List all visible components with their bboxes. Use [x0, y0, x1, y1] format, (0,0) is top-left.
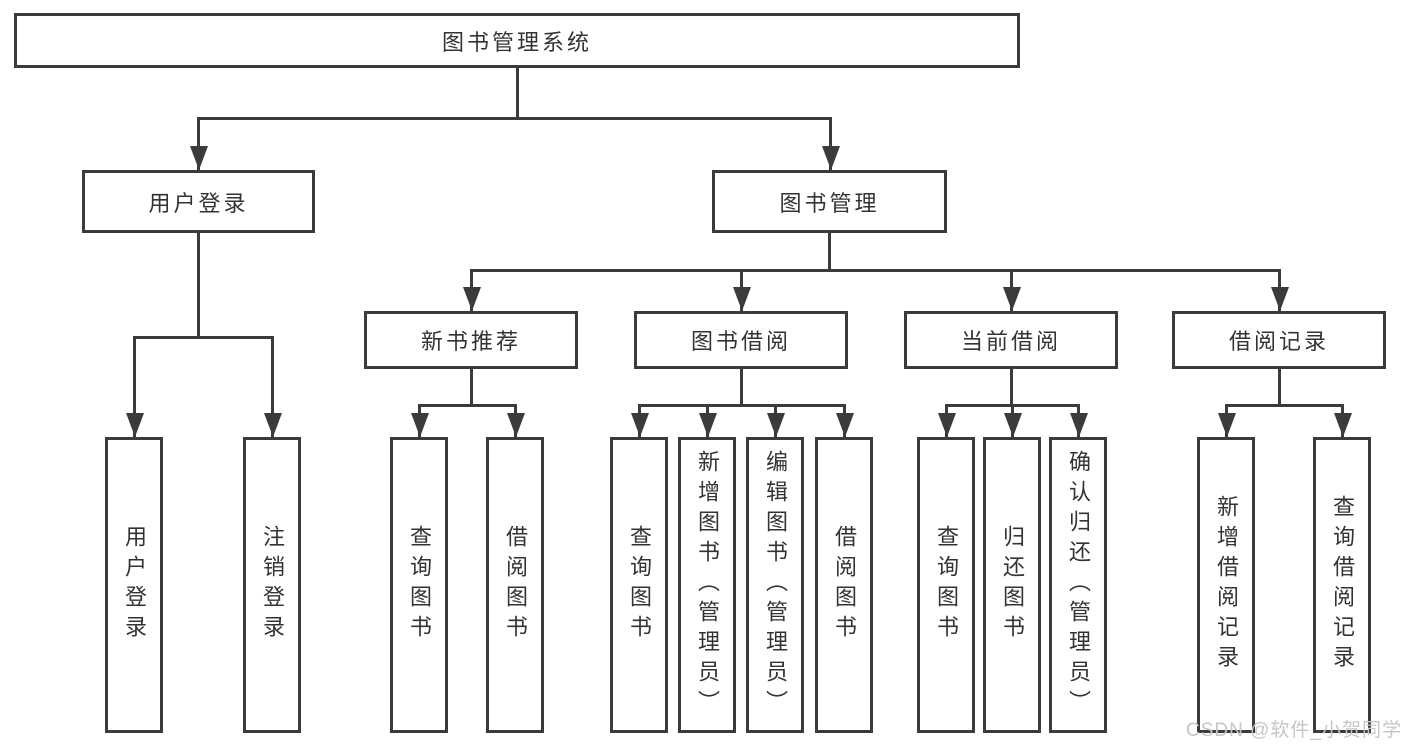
node-book-borrow: 图书借阅: [634, 311, 848, 369]
leaf-edit-books-admin: 编辑图书（管理员）: [746, 437, 804, 733]
leaf-query-books-recommend: 查询图书: [390, 437, 448, 733]
node-borrow-records: 借阅记录: [1172, 311, 1386, 369]
leaf-borrow-books: 借阅图书: [815, 437, 873, 733]
csdn-watermark: CSDN @软件_小贺同学: [1186, 720, 1402, 741]
leaf-user-login: 用户登录: [105, 437, 163, 733]
connector-arrow-down: [133, 336, 136, 437]
connector-line: [828, 233, 831, 272]
connector-line: [418, 404, 517, 407]
node-root-library-system: 图书管理系统: [14, 13, 1020, 68]
connector-arrow-down: [470, 269, 473, 311]
node-current-borrow: 当前借阅: [904, 311, 1118, 369]
leaf-logout: 注销登录: [243, 437, 301, 733]
connector-line: [470, 269, 1281, 272]
connector-arrow-down: [945, 404, 948, 437]
connector-arrow-down: [1011, 404, 1014, 437]
connector-line: [1278, 369, 1281, 407]
connector-arrow-down: [418, 404, 421, 437]
leaf-borrow-books-recommend: 借阅图书: [486, 437, 544, 733]
node-user-login-branch: 用户登录: [82, 170, 315, 233]
connector-arrow-down: [843, 404, 846, 437]
connector-arrow-down: [706, 404, 709, 437]
connector-line: [638, 404, 846, 407]
connector-line: [470, 369, 473, 407]
leaf-confirm-return-admin: 确认归还（管理员）: [1049, 437, 1107, 733]
leaf-query-books-borrow: 查询图书: [610, 437, 668, 733]
connector-arrow-down: [740, 269, 743, 311]
connector-arrow-down: [1077, 404, 1080, 437]
connector-arrow-down: [1341, 404, 1344, 437]
leaf-add-borrow-record: 新增借阅记录: [1197, 437, 1255, 733]
leaf-add-books-admin: 新增图书（管理员）: [678, 437, 736, 733]
connector-arrow-down: [197, 117, 200, 170]
connector-line: [516, 68, 519, 120]
connector-arrow-down: [774, 404, 777, 437]
connector-arrow-down: [1225, 404, 1228, 437]
leaf-query-books-current: 查询图书: [917, 437, 975, 733]
connector-arrow-down: [514, 404, 517, 437]
connector-line: [1010, 369, 1013, 407]
connector-arrow-down: [1010, 269, 1013, 311]
connector-arrow-down: [829, 117, 832, 170]
connector-arrow-down: [638, 404, 641, 437]
connector-arrow-down: [1278, 269, 1281, 311]
connector-line: [133, 336, 274, 339]
connector-line: [197, 117, 832, 120]
node-new-book-recommend: 新书推荐: [364, 311, 578, 369]
connector-line: [740, 369, 743, 407]
connector-line: [1225, 404, 1344, 407]
leaf-return-books: 归还图书: [983, 437, 1041, 733]
node-book-management-branch: 图书管理: [712, 170, 947, 233]
connector-arrow-down: [271, 336, 274, 437]
leaf-query-borrow-record: 查询借阅记录: [1313, 437, 1371, 733]
connector-line: [197, 233, 200, 339]
